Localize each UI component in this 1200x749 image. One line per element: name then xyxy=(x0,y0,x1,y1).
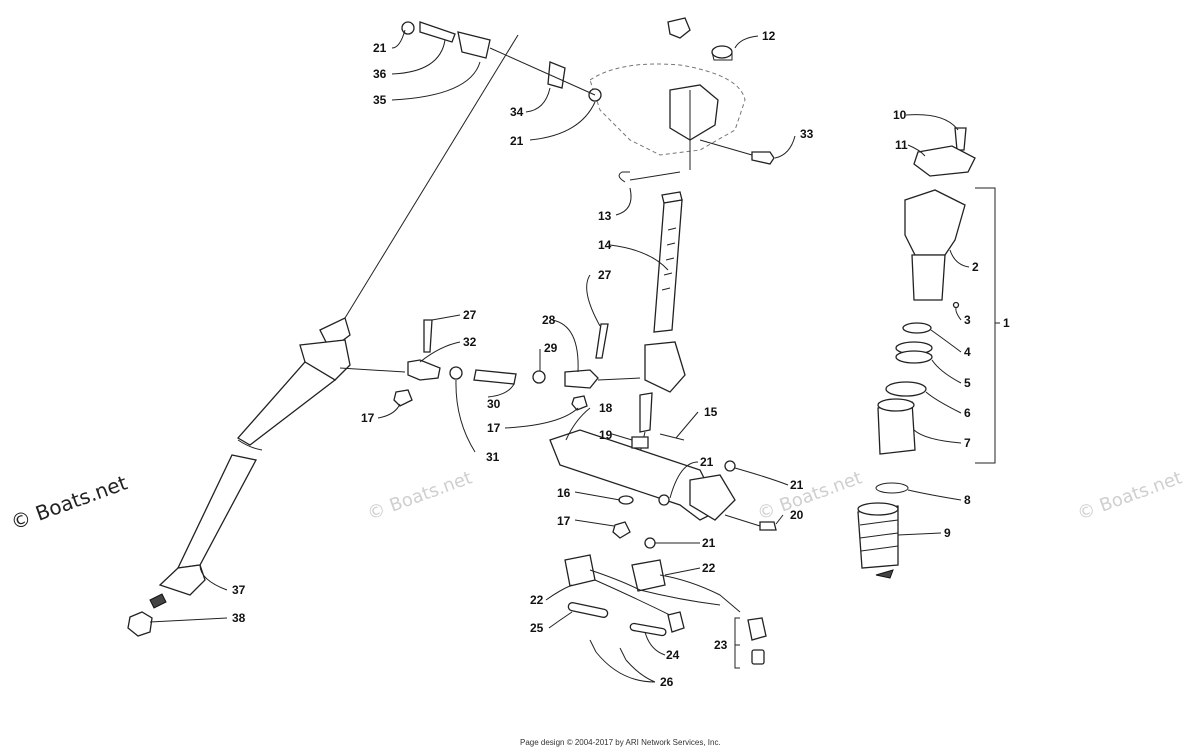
callout-29: 29 xyxy=(544,341,558,355)
callout-21: 21 xyxy=(790,478,804,492)
callout-1: 1 xyxy=(1003,316,1010,330)
drag-link-parts xyxy=(339,319,641,411)
callout-22: 22 xyxy=(530,593,544,607)
watermark-main: © Boats.net xyxy=(8,470,131,534)
callout-21: 21 xyxy=(702,536,716,550)
callout-33: 33 xyxy=(800,127,814,141)
callout-6: 6 xyxy=(964,406,971,420)
callout-9: 9 xyxy=(944,526,951,540)
callout-27: 27 xyxy=(598,268,612,282)
callout-30: 30 xyxy=(487,397,501,411)
callout-20: 20 xyxy=(790,508,804,522)
switches-and-harness xyxy=(564,554,767,669)
callout-36: 36 xyxy=(373,67,387,81)
callout-leaders xyxy=(149,29,1000,683)
callout-16: 16 xyxy=(557,486,571,500)
callout-21: 21 xyxy=(700,455,714,469)
callout-8: 8 xyxy=(964,493,971,507)
watermark-faint: © Boats.net xyxy=(1075,467,1185,524)
callout-10: 10 xyxy=(893,108,907,122)
callout-25: 25 xyxy=(530,621,544,635)
callout-12: 12 xyxy=(762,29,776,43)
callout-34: 34 xyxy=(510,105,524,119)
callout-35: 35 xyxy=(373,93,387,107)
callout-5: 5 xyxy=(964,376,971,390)
callout-38: 38 xyxy=(232,611,246,625)
callout-19: 19 xyxy=(599,428,613,442)
footer-copyright: Page design © 2004-2017 by ARI Network S… xyxy=(520,738,721,747)
callout-27: 27 xyxy=(463,308,477,322)
callout-17: 17 xyxy=(557,514,571,528)
callout-22: 22 xyxy=(702,561,716,575)
callout-26: 26 xyxy=(660,675,674,689)
callout-23: 23 xyxy=(714,638,728,652)
callout-18: 18 xyxy=(599,401,613,415)
callout-21: 21 xyxy=(510,134,524,148)
watermark-faint: © Boats.net xyxy=(365,467,475,524)
callout-17: 17 xyxy=(487,421,501,435)
handlebar-support-assembly xyxy=(401,17,775,183)
callout-14: 14 xyxy=(598,238,612,252)
callout-21: 21 xyxy=(373,41,387,55)
callout-11: 11 xyxy=(895,138,908,152)
callout-37: 37 xyxy=(232,583,246,597)
steering-column xyxy=(635,191,686,471)
lower-steering-support xyxy=(549,429,777,549)
callout-3: 3 xyxy=(964,313,971,327)
callout-24: 24 xyxy=(666,648,680,662)
watermark-faint: © Boats.net xyxy=(755,467,865,524)
callout-17: 17 xyxy=(361,411,375,425)
callout-32: 32 xyxy=(463,335,477,349)
callout-28: 28 xyxy=(542,313,556,327)
callout-4: 4 xyxy=(964,345,971,359)
callout-labels: 21 36 35 34 21 12 33 13 14 27 27 32 28 2… xyxy=(232,29,1010,689)
callout-13: 13 xyxy=(598,209,612,223)
steering-post-shaft xyxy=(127,34,519,637)
column-cap-assembly xyxy=(857,127,996,579)
callout-31: 31 xyxy=(486,450,500,464)
callout-7: 7 xyxy=(964,436,971,450)
callout-15: 15 xyxy=(704,405,718,419)
callout-2: 2 xyxy=(972,260,979,274)
